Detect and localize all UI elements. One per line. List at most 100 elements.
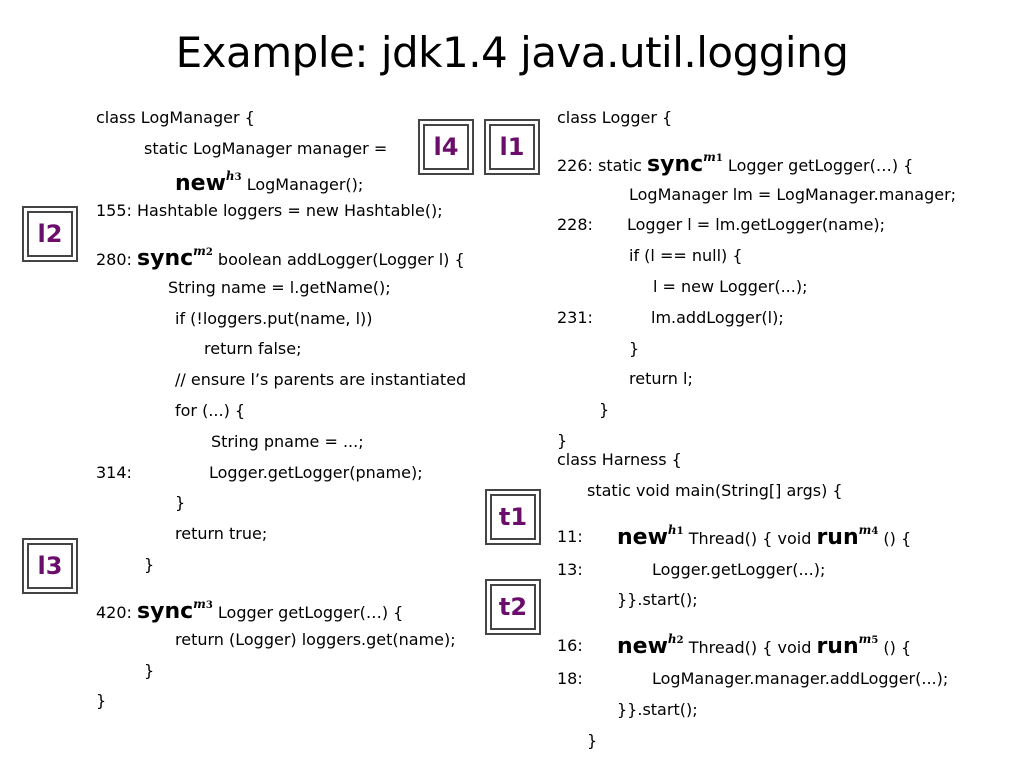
code-text: () {	[878, 529, 912, 548]
code-line: }}.start();	[617, 700, 698, 719]
line-number: 13:	[557, 560, 583, 579]
site-var: m	[193, 244, 206, 258]
site-label: m5	[859, 632, 879, 646]
keyword-new: new	[617, 634, 668, 659]
label-text: l1	[499, 133, 525, 161]
keyword-new: new	[617, 525, 668, 550]
code-line: return false;	[204, 339, 302, 358]
line-number: 11:	[557, 527, 583, 546]
site-var: m	[858, 632, 872, 646]
site-label: m3	[193, 597, 213, 611]
label-text: t2	[498, 593, 528, 621]
site-var: h	[667, 632, 677, 646]
label-box-t2: t2	[485, 579, 541, 635]
line-number: 280:	[96, 250, 138, 269]
code-line: Logger.getLogger(...);	[652, 560, 826, 579]
code-line: 226: static syncm1 Logger getLogger(…) {	[557, 147, 913, 176]
code-line: }	[557, 431, 568, 450]
line-number: 18:	[557, 669, 583, 688]
site-index: 2	[676, 635, 684, 646]
keyword-run: run	[816, 634, 859, 659]
code-text: Logger getLogger(…) {	[212, 603, 404, 622]
code-line: LogManager lm = LogManager.manager;	[629, 185, 957, 204]
site-index: 4	[871, 526, 879, 537]
site-var: m	[193, 597, 206, 611]
code-line: 420: syncm3 Logger getLogger(…) {	[96, 594, 403, 623]
code-text: Thread() { void	[683, 529, 817, 548]
code-line: if (l == null) {	[629, 246, 743, 265]
keyword-sync: sync	[647, 152, 704, 177]
line-number: 314:	[96, 463, 132, 482]
code-line: // ensure l’s parents are instantiated	[175, 370, 467, 389]
code-line: class Harness {	[557, 450, 682, 469]
label-text: t1	[498, 503, 528, 531]
label-box-l1: l1	[484, 119, 540, 175]
code-line: 280: syncm2 boolean addLogger(Logger l) …	[96, 241, 465, 270]
label-box-l2: l2	[22, 206, 78, 262]
site-var: m	[703, 150, 716, 164]
code-line: }	[144, 555, 155, 574]
line-number: 228:	[557, 215, 593, 234]
code-line: newh1 Thread() { void runm4 () {	[617, 520, 911, 549]
keyword-sync: sync	[137, 599, 194, 624]
code-text: boolean addLogger(Logger l) {	[212, 250, 465, 269]
code-text: Thread() { void	[683, 638, 817, 657]
code-line: }	[587, 731, 598, 750]
code-line: class LogManager {	[96, 108, 255, 127]
label-text: l3	[37, 552, 63, 580]
keyword-new: new	[175, 171, 226, 196]
code-line: newh2 Thread() { void runm5 () {	[617, 629, 911, 658]
code-line: Logger l = lm.getLogger(name);	[627, 215, 886, 234]
site-var: m	[858, 523, 872, 537]
site-var: h	[667, 523, 677, 537]
code-line: return true;	[175, 524, 268, 543]
code-line: 155: Hashtable loggers = new Hashtable()…	[96, 201, 443, 220]
code-line: static void main(String[] args) {	[587, 481, 843, 500]
code-line: static LogManager manager =	[144, 139, 388, 158]
code-line: LogManager.manager.addLogger(...);	[652, 669, 949, 688]
site-index: 3	[205, 600, 213, 611]
label-text: l2	[37, 220, 63, 248]
code-text: Logger getLogger(…) {	[722, 156, 914, 175]
code-line: }	[175, 493, 186, 512]
code-line: }	[599, 400, 610, 419]
site-label: h2	[668, 632, 684, 646]
label-box-t1: t1	[485, 489, 541, 545]
site-label: h1	[668, 523, 684, 537]
site-label: h3	[226, 169, 242, 183]
code-line: }	[629, 339, 640, 358]
site-label: m4	[859, 523, 879, 537]
label-box-l4: l4	[418, 119, 474, 175]
line-number: 420:	[96, 603, 138, 622]
keyword-run: run	[816, 525, 859, 550]
code-line: if (!loggers.put(name, l))	[175, 309, 373, 328]
code-line: }}.start();	[617, 590, 698, 609]
code-line: Logger.getLogger(pname);	[209, 463, 423, 482]
code-line: return (Logger) loggers.get(name);	[175, 630, 456, 649]
code-line: newh3 LogManager();	[175, 166, 363, 195]
site-label: m1	[703, 150, 723, 164]
code-line: lm.addLogger(l);	[651, 308, 784, 327]
code-line: l = new Logger(...);	[653, 277, 808, 296]
site-index: 2	[205, 247, 213, 258]
site-index: 5	[871, 635, 879, 646]
code-text: () {	[878, 638, 912, 657]
code-line: return l;	[629, 369, 693, 388]
slide-title: Example: jdk1.4 java.util.logging	[175, 28, 849, 77]
code-line: class Logger {	[557, 108, 673, 127]
line-number: 231:	[557, 308, 593, 327]
site-index: 1	[715, 153, 723, 164]
site-var: h	[225, 169, 235, 183]
code-line: String pname = ...;	[211, 432, 364, 451]
code-text: 226: static	[557, 156, 648, 175]
label-box-l3: l3	[22, 538, 78, 594]
keyword-sync: sync	[137, 246, 194, 271]
code-line: }	[96, 691, 107, 710]
code-text: LogManager();	[241, 175, 364, 194]
site-index: 1	[676, 526, 684, 537]
line-number: 16:	[557, 636, 583, 655]
code-line: }	[144, 661, 155, 680]
label-text: l4	[433, 133, 459, 161]
site-index: 3	[234, 172, 242, 183]
code-line: for (...) {	[175, 401, 246, 420]
